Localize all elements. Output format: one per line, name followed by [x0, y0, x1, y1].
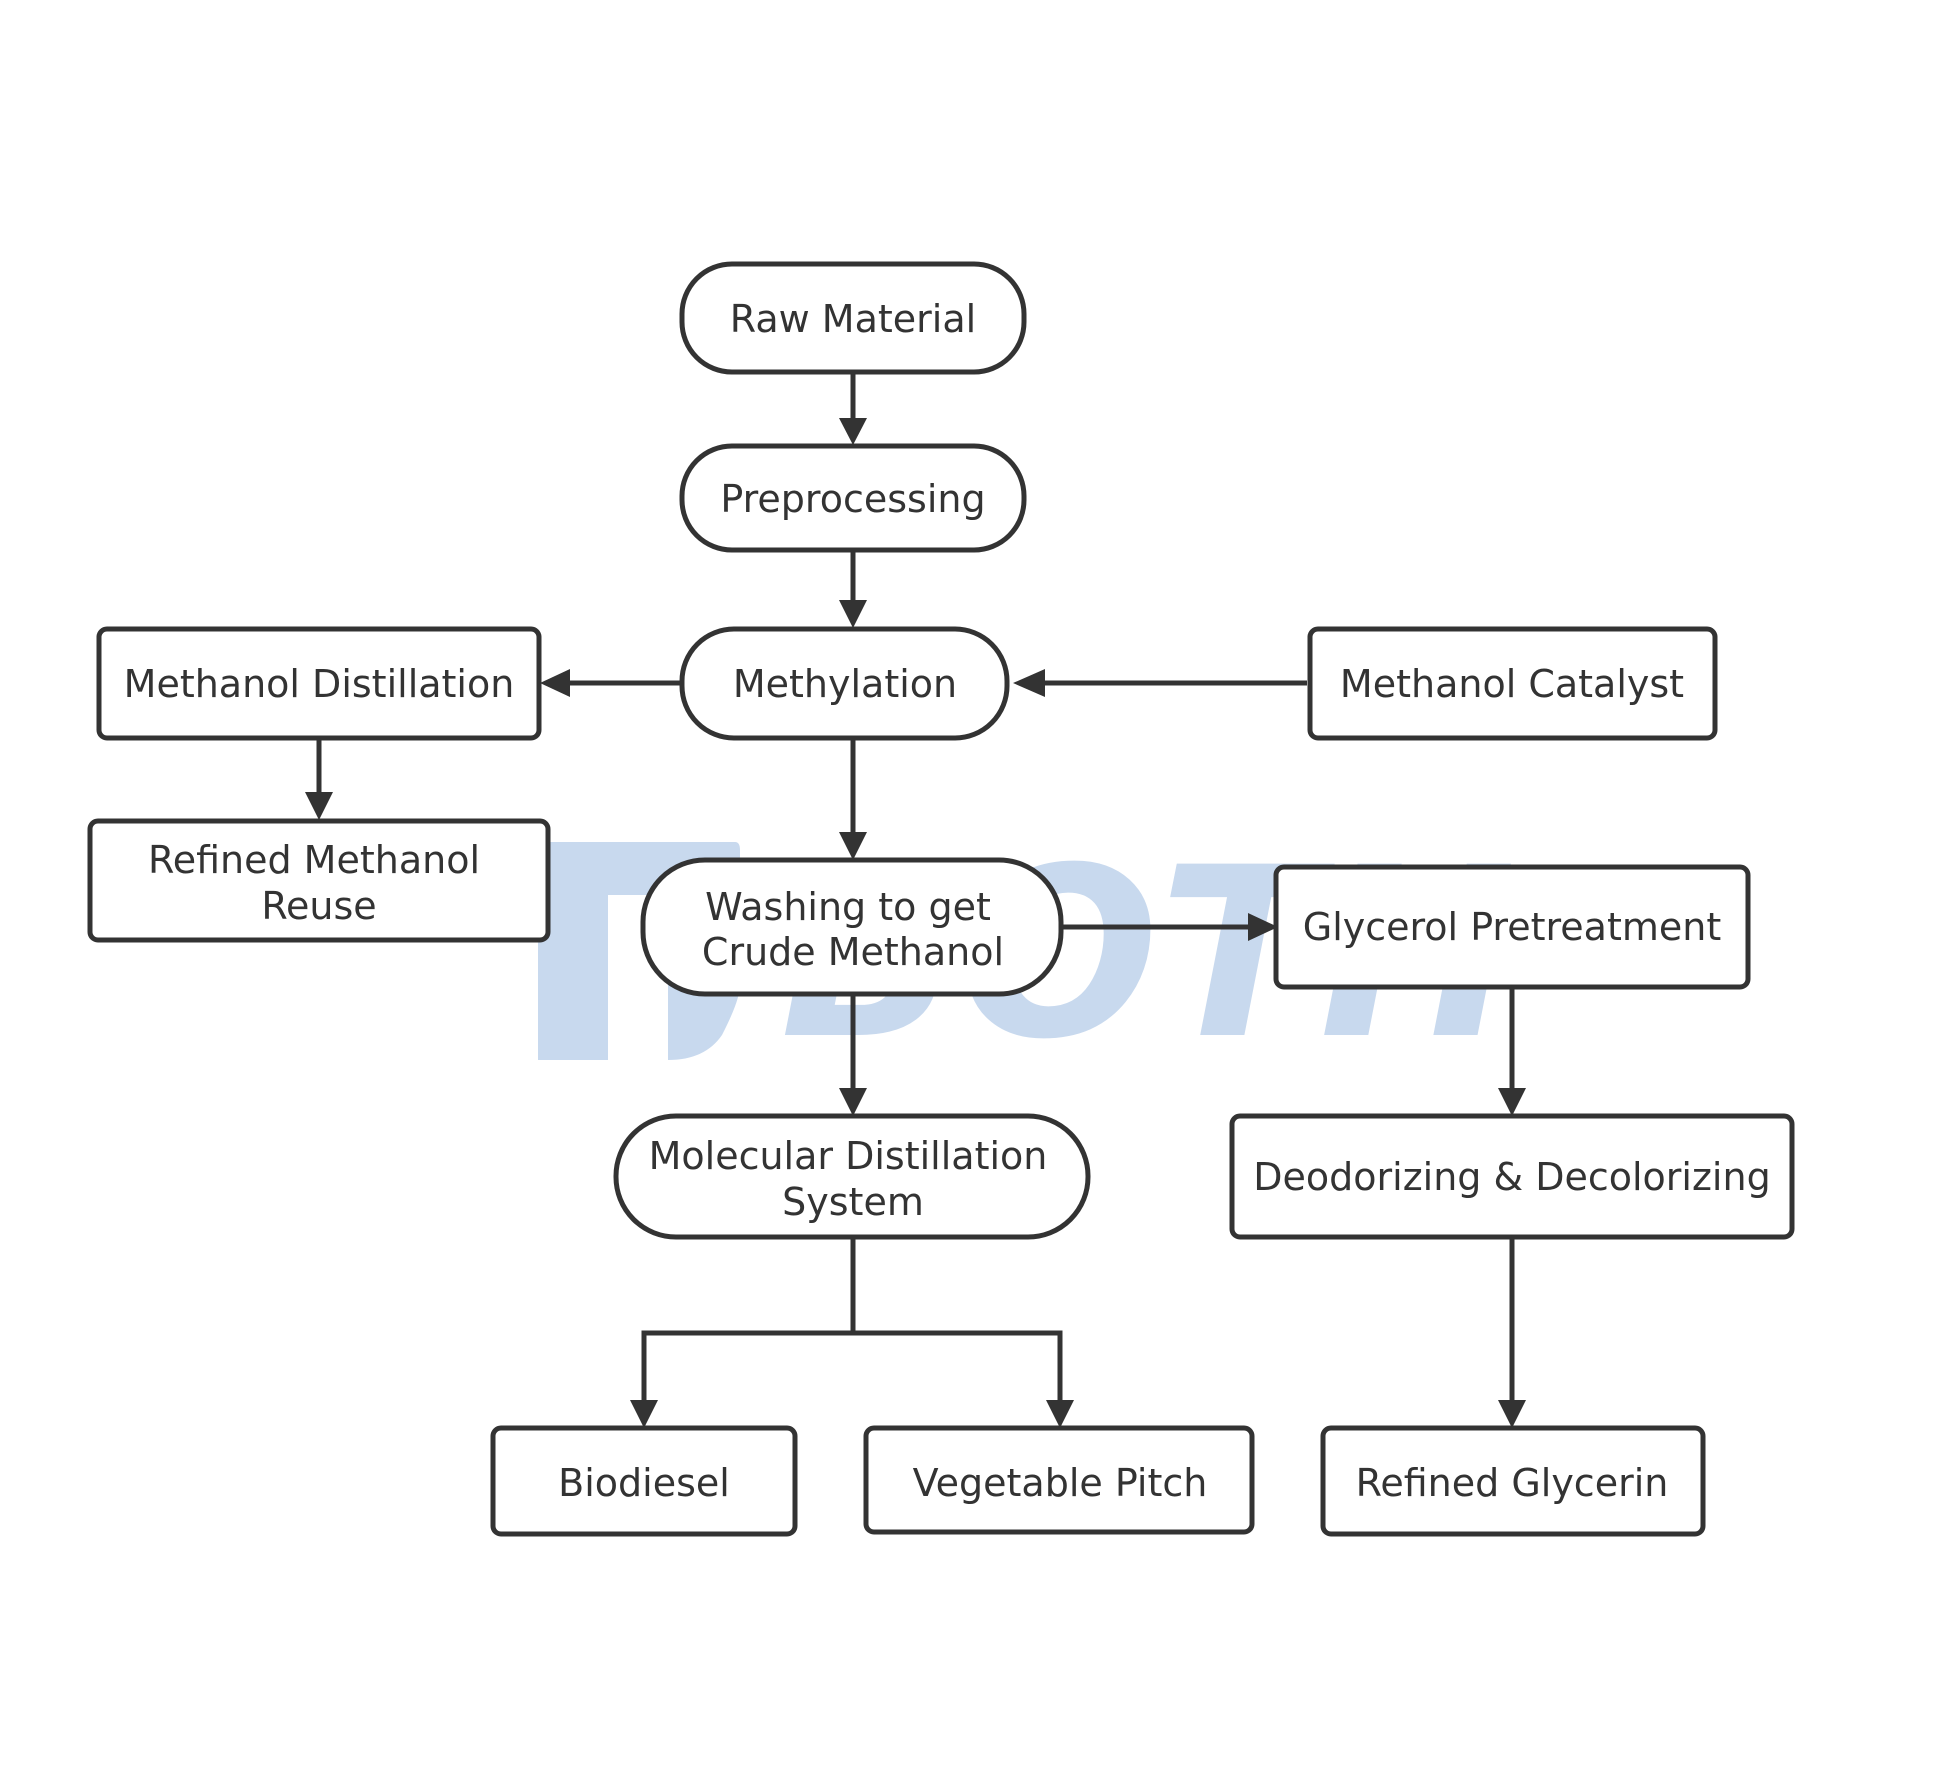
node-label: Deodorizing & Decolorizing [1253, 1155, 1770, 1199]
node-glycerol-pretreatment: Glycerol Pretreatment [1273, 864, 1751, 990]
node-label: Raw Material [730, 297, 976, 341]
node-shape [613, 1113, 1091, 1240]
node-label: System [782, 1180, 924, 1224]
node-shape [863, 1425, 1255, 1535]
node-label: Washing to get [705, 885, 991, 929]
arrowhead [839, 600, 867, 628]
node-refined-glycerin: Refined Glycerin [1320, 1425, 1706, 1537]
node-label: Preprocessing [720, 477, 985, 521]
node-label: Crude Methanol [702, 930, 1004, 974]
arrowhead [839, 832, 867, 860]
node-shape [1320, 1425, 1706, 1537]
node-shape [1273, 864, 1751, 990]
arrowhead [1498, 1400, 1526, 1428]
arrowhead [305, 792, 333, 820]
connector-molecular-to-pitch [853, 1330, 1063, 1400]
arrowhead [1046, 1400, 1074, 1428]
node-preprocessing: Preprocessing [679, 443, 1027, 553]
arrowhead [1498, 1088, 1526, 1116]
node-label: Methanol Distillation [124, 662, 515, 706]
node-shape [679, 261, 1027, 375]
node-label: Reuse [261, 884, 376, 928]
node-deodorizing-decolorizing: Deodorizing & Decolorizing [1229, 1113, 1795, 1240]
connectors [305, 373, 1526, 1428]
node-methanol-catalyst: Methanol Catalyst [1307, 626, 1718, 741]
node-molecular-distillation: Molecular Distillation System [613, 1113, 1091, 1240]
node-refined-methanol-reuse: Refined Methanol Reuse [87, 818, 551, 943]
node-raw-material: Raw Material [679, 261, 1027, 375]
node-label: Refined Methanol [148, 838, 480, 882]
arrowhead [839, 1088, 867, 1116]
node-washing-crude-methanol: Washing to get Crude Methanol [640, 857, 1064, 997]
node-biodiesel: Biodiesel [490, 1425, 798, 1537]
node-methanol-distillation: Methanol Distillation [96, 626, 542, 741]
node-label: Vegetable Pitch [913, 1461, 1208, 1505]
node-label: Molecular Distillation [649, 1134, 1048, 1178]
node-label: Glycerol Pretreatment [1303, 905, 1721, 949]
node-shape [679, 443, 1027, 553]
node-shape [640, 857, 1064, 997]
arrowhead [630, 1400, 658, 1428]
node-shape [1307, 626, 1718, 741]
connector-molecular-to-products [641, 1238, 856, 1400]
arrowhead [1248, 913, 1278, 941]
node-label: Methylation [733, 662, 957, 706]
arrowhead [839, 418, 867, 445]
node-shape [1229, 1113, 1795, 1240]
node-label: Biodiesel [558, 1461, 730, 1505]
node-label: Methanol Catalyst [1340, 662, 1684, 706]
node-shape [490, 1425, 798, 1537]
node-shape [679, 626, 1010, 741]
node-vegetable-pitch: Vegetable Pitch [863, 1425, 1255, 1535]
node-methylation: Methylation [679, 626, 1010, 741]
arrowhead [1013, 669, 1045, 697]
node-label: Refined Glycerin [1356, 1461, 1669, 1505]
node-shape [96, 626, 542, 741]
arrowhead [540, 669, 570, 697]
node-shape [87, 818, 551, 943]
